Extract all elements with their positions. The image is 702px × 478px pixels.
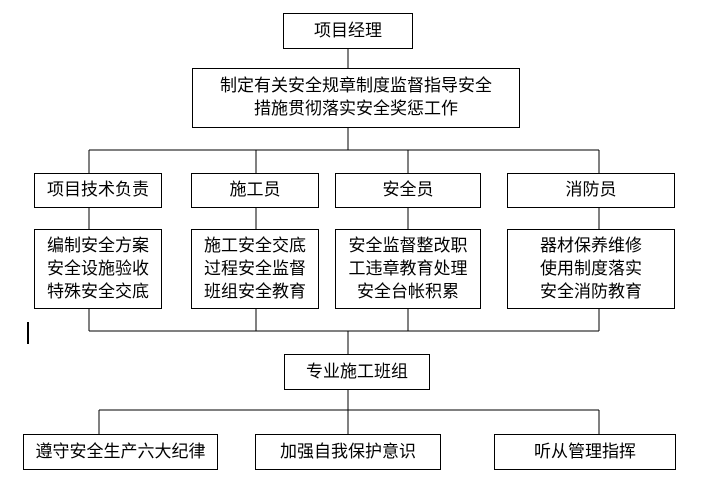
rule-label: 遵守安全生产六大纪律 bbox=[35, 441, 206, 462]
tasks-constructor-box: 施工安全交底 过程安全监督 班组安全教育 bbox=[191, 229, 319, 309]
role-safety-officer-box: 安全员 bbox=[335, 173, 481, 208]
role-title: 消防员 bbox=[565, 180, 617, 200]
task-line: 工违章教育处理 bbox=[348, 258, 468, 279]
task-line: 器材保养维修 bbox=[540, 235, 642, 256]
task-line: 施工安全交底 bbox=[204, 235, 306, 256]
task-line: 编制安全方案 bbox=[47, 235, 149, 256]
team-title: 专业施工班组 bbox=[306, 361, 408, 382]
task-line: 过程安全监督 bbox=[204, 258, 306, 279]
role-title: 项目技术负责 bbox=[47, 180, 149, 200]
tasks-fire-officer-box: 器材保养维修 使用制度落实 安全消防教育 bbox=[507, 229, 675, 309]
duty-line-2: 措施贯彻落实安全奖惩工作 bbox=[254, 99, 458, 119]
text-cursor bbox=[27, 322, 29, 344]
task-line: 安全监督整改职 bbox=[348, 235, 468, 256]
task-line: 班组安全教育 bbox=[204, 281, 306, 302]
rule-discipline-box: 遵守安全生产六大纪律 bbox=[23, 434, 218, 470]
duty-line-1: 制定有关安全规章制度监督指导安全 bbox=[220, 76, 492, 96]
role-title: 安全员 bbox=[382, 180, 434, 200]
role-tech-lead-box: 项目技术负责 bbox=[34, 173, 162, 208]
role-title: 施工员 bbox=[229, 180, 281, 200]
task-line: 使用制度落实 bbox=[540, 258, 642, 279]
tasks-tech-lead-box: 编制安全方案 安全设施验收 特殊安全交底 bbox=[34, 229, 162, 309]
rule-self-protection-box: 加强自我保护意识 bbox=[255, 434, 441, 470]
task-line: 安全消防教育 bbox=[540, 281, 642, 302]
task-line: 安全设施验收 bbox=[47, 258, 149, 279]
tasks-safety-officer-box: 安全监督整改职 工违章教育处理 安全台帐积累 bbox=[335, 229, 481, 309]
rule-label: 听从管理指挥 bbox=[534, 441, 636, 462]
rule-obey-management-box: 听从管理指挥 bbox=[494, 434, 676, 470]
manager-title: 项目经理 bbox=[314, 20, 382, 41]
manager-box: 项目经理 bbox=[283, 13, 413, 49]
role-fire-officer-box: 消防员 bbox=[507, 173, 675, 208]
team-box: 专业施工班组 bbox=[284, 354, 430, 390]
role-constructor-box: 施工员 bbox=[191, 173, 319, 208]
rule-label: 加强自我保护意识 bbox=[280, 441, 416, 462]
duty-box: 制定有关安全规章制度监督指导安全 措施贯彻落实安全奖惩工作 bbox=[192, 68, 520, 128]
task-line: 安全台帐积累 bbox=[357, 281, 459, 302]
task-line: 特殊安全交底 bbox=[47, 281, 149, 302]
